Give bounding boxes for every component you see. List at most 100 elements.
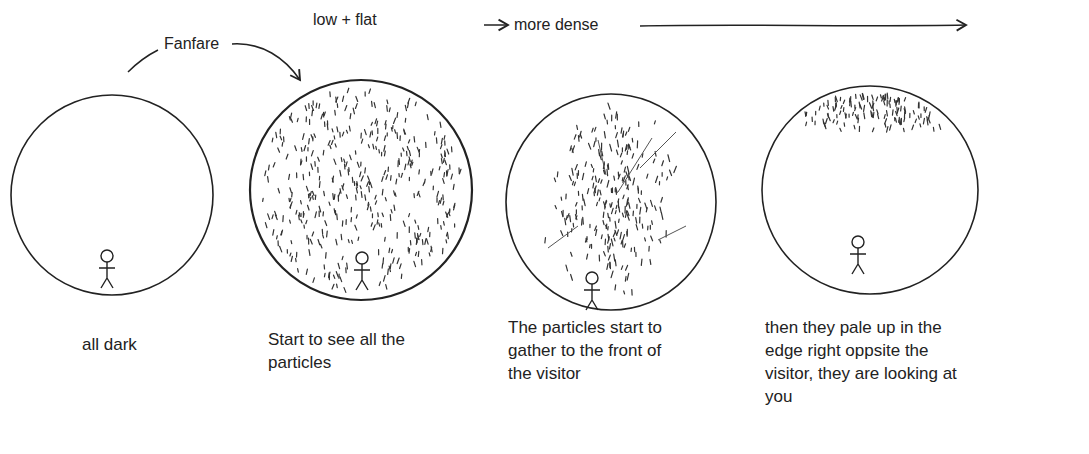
particle	[393, 205, 395, 210]
particle	[867, 96, 868, 101]
particle	[295, 258, 297, 261]
scene-circle: The particles start to gather to the fro…	[502, 90, 720, 387]
particle	[355, 225, 357, 230]
particle	[332, 129, 334, 132]
particle	[434, 131, 436, 134]
particle	[427, 239, 429, 244]
particle	[928, 115, 930, 118]
particle	[301, 148, 303, 152]
particle	[614, 254, 615, 261]
particle	[400, 264, 402, 269]
particle	[418, 170, 420, 174]
particle	[356, 183, 358, 187]
particle	[610, 144, 612, 151]
particle	[587, 254, 588, 259]
particle	[582, 217, 584, 224]
particle	[840, 128, 841, 131]
particle	[634, 247, 635, 251]
particle	[611, 189, 612, 193]
particle	[630, 248, 632, 251]
particle	[618, 207, 620, 212]
particle	[578, 170, 579, 175]
particle	[626, 199, 627, 206]
circle-outline	[502, 90, 720, 314]
particle	[878, 114, 879, 119]
particle	[648, 246, 650, 251]
particle	[328, 272, 330, 277]
particle	[417, 226, 419, 230]
particle	[617, 150, 618, 155]
particle	[823, 103, 824, 106]
particle	[903, 118, 905, 122]
particle	[569, 176, 571, 181]
particle	[413, 137, 415, 142]
particle	[443, 173, 445, 177]
particle	[275, 132, 277, 137]
particle	[283, 137, 284, 142]
particle	[872, 105, 874, 110]
particle	[325, 221, 327, 226]
particle	[405, 164, 406, 170]
particle	[609, 204, 611, 207]
particle	[387, 269, 389, 274]
particle	[618, 219, 620, 222]
particle	[394, 193, 396, 196]
particle	[833, 120, 834, 123]
particle	[584, 199, 585, 205]
particle	[565, 194, 566, 199]
particle	[384, 276, 386, 281]
particle	[827, 100, 829, 105]
particle	[346, 130, 347, 133]
particle	[604, 252, 606, 256]
particle	[627, 229, 628, 236]
particle	[622, 131, 624, 137]
particle	[392, 126, 393, 129]
particle	[381, 224, 383, 228]
particle	[840, 111, 841, 114]
particle	[308, 205, 310, 210]
particle	[440, 226, 442, 229]
particle	[377, 128, 378, 133]
particle	[444, 141, 445, 145]
particle	[361, 139, 362, 143]
particle	[578, 136, 580, 142]
particle	[904, 112, 906, 117]
particle	[386, 285, 387, 290]
particle	[573, 223, 575, 226]
particle	[310, 239, 312, 244]
handwritten-note: low + flat	[313, 10, 377, 30]
particle	[925, 107, 927, 112]
particle	[608, 255, 610, 260]
particle	[290, 202, 292, 208]
particle	[371, 223, 372, 226]
particle	[603, 212, 605, 217]
particle	[604, 132, 605, 138]
particle	[382, 213, 383, 217]
particle	[601, 143, 602, 150]
particle	[674, 166, 676, 172]
particle	[297, 269, 299, 273]
particle	[454, 205, 455, 210]
particle	[354, 182, 355, 186]
particle	[278, 148, 280, 152]
particle	[315, 195, 317, 199]
particle	[855, 115, 857, 120]
particle	[342, 221, 344, 226]
particle	[387, 133, 388, 136]
particle	[342, 96, 343, 101]
particle	[613, 176, 615, 180]
particle	[574, 135, 576, 139]
particle	[628, 144, 629, 149]
particle	[593, 169, 595, 172]
particle	[601, 180, 602, 184]
particle	[596, 229, 597, 235]
particle	[332, 194, 334, 200]
particle	[389, 108, 391, 112]
particle	[863, 113, 865, 119]
particle	[306, 220, 307, 223]
particle	[441, 154, 442, 158]
particle	[397, 258, 399, 264]
stick-figure	[584, 272, 600, 310]
particle	[436, 198, 437, 202]
